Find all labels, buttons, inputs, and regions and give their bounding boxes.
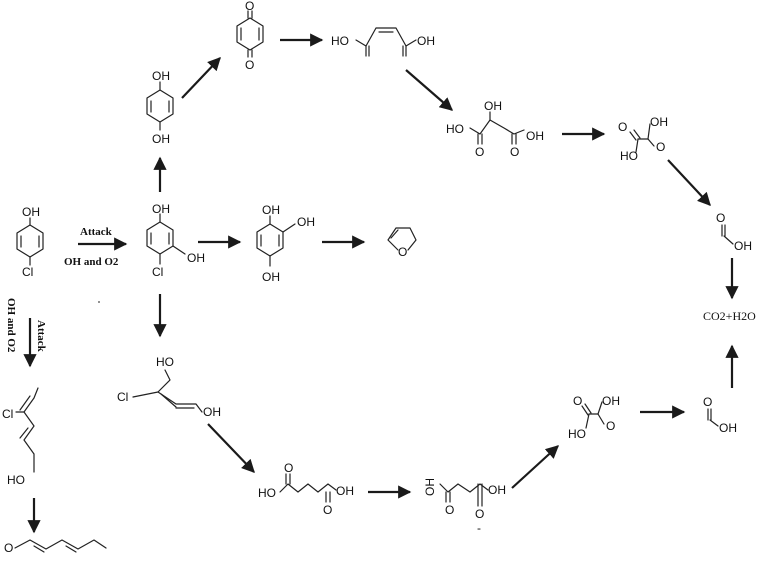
arrow-to-malic-acid	[405, 69, 453, 111]
arrow-to-glutaric-acid	[207, 423, 255, 473]
label-oh: OH	[488, 483, 506, 497]
label-oh: OH	[602, 394, 620, 408]
label-o: O	[398, 245, 407, 259]
label-oh: OH	[734, 239, 752, 253]
molecule-oxalic-acid-bottom: O OH HO O	[568, 394, 620, 441]
label-o: O	[4, 541, 13, 555]
attack-radicals: OH and O2	[64, 256, 119, 268]
label-ho: HO	[156, 355, 174, 369]
label-minus: -	[477, 521, 481, 535]
molecule-4-chlorophenol: OH Cl	[16, 205, 44, 279]
molecule-malic-acid: HO OH O O OH	[446, 99, 544, 159]
attack-label-vertical: Attack	[35, 320, 47, 353]
molecule-hydroquinone: OH OH	[146, 69, 174, 146]
molecule-chlorohexadiene-diol: HO Cl OH	[117, 355, 221, 419]
label-o: O	[618, 120, 627, 134]
label-o: O	[475, 145, 484, 159]
label-oh: OH	[152, 69, 170, 83]
label-oh: OH	[719, 421, 737, 435]
label-ho: HO	[568, 427, 586, 441]
label-oh: OH	[262, 203, 280, 217]
label-o: O	[245, 58, 254, 72]
label-o: O	[475, 507, 484, 521]
label-cl: Cl	[152, 265, 163, 279]
label-o: O	[703, 395, 712, 409]
arrow-to-benzoquinone	[181, 57, 221, 99]
attack-radicals-vertical: OH and O2	[5, 298, 17, 353]
label-o: O	[323, 503, 332, 517]
molecule-chlorohexadienol: Cl HO	[2, 387, 39, 487]
molecule-glutaric-acid: HO O O OH	[258, 461, 354, 517]
label-oh: OH	[187, 251, 205, 265]
molecule-formic-acid-top: O OH	[716, 211, 752, 253]
final-products: CO2+H2O	[703, 309, 756, 323]
label-cl: Cl	[117, 390, 128, 404]
label-ho: HO	[258, 486, 276, 500]
label-oh: OH	[423, 478, 437, 496]
label-o: O	[606, 419, 615, 433]
label-oh: OH	[152, 132, 170, 146]
label-oh: OH	[297, 215, 315, 229]
label-ho: HO	[446, 122, 464, 136]
label-oh: OH	[417, 34, 435, 48]
label-oh: OH	[336, 484, 354, 498]
label-o: O	[656, 140, 665, 154]
label-oh: OH	[526, 129, 544, 143]
label-o: O	[245, 0, 254, 13]
label-oh: OH	[262, 270, 280, 284]
label-oh: OH	[650, 115, 668, 129]
molecule-maleic-acid: HO OH	[331, 27, 435, 57]
label-o: O	[284, 461, 293, 475]
molecule-trihydroxybenzene: OH OH OH	[256, 203, 315, 284]
label-o: O	[445, 503, 454, 517]
label-oh: OH	[152, 202, 170, 216]
label-ho: HO	[7, 473, 25, 487]
label-cl: Cl	[22, 265, 33, 279]
label-oh: OH	[484, 99, 502, 113]
molecule-malonic-acid: OH O O - OH	[423, 478, 506, 535]
attack-label: Attack	[80, 226, 113, 238]
label-ho: HO	[331, 34, 349, 48]
label-o: O	[716, 211, 725, 225]
arrow-to-oxalic-acid-bottom	[511, 445, 559, 489]
molecule-hexatrienal: O	[4, 539, 107, 555]
label-oh: OH	[203, 405, 221, 419]
label-cl: Cl	[2, 407, 13, 421]
molecule-benzoquinone: O O	[236, 0, 264, 72]
label-o: O	[510, 145, 519, 159]
stray-dot	[98, 301, 100, 303]
label-o: O	[573, 394, 582, 408]
molecule-dihydrofuran: O	[387, 227, 417, 259]
molecule-formic-acid-bottom: O OH	[703, 395, 737, 435]
arrow-to-formic-acid-top	[667, 159, 711, 206]
label-oh: OH	[22, 205, 40, 219]
attack-step-horizontal: Attack OH and O2	[64, 226, 128, 268]
molecule-oxalic-acid-top: O OH HO O	[618, 115, 668, 163]
attack-step-vertical: Attack OH and O2	[5, 298, 47, 368]
molecule-chlororesorcinol: OH OH Cl	[146, 202, 205, 279]
label-ho: HO	[620, 149, 638, 163]
